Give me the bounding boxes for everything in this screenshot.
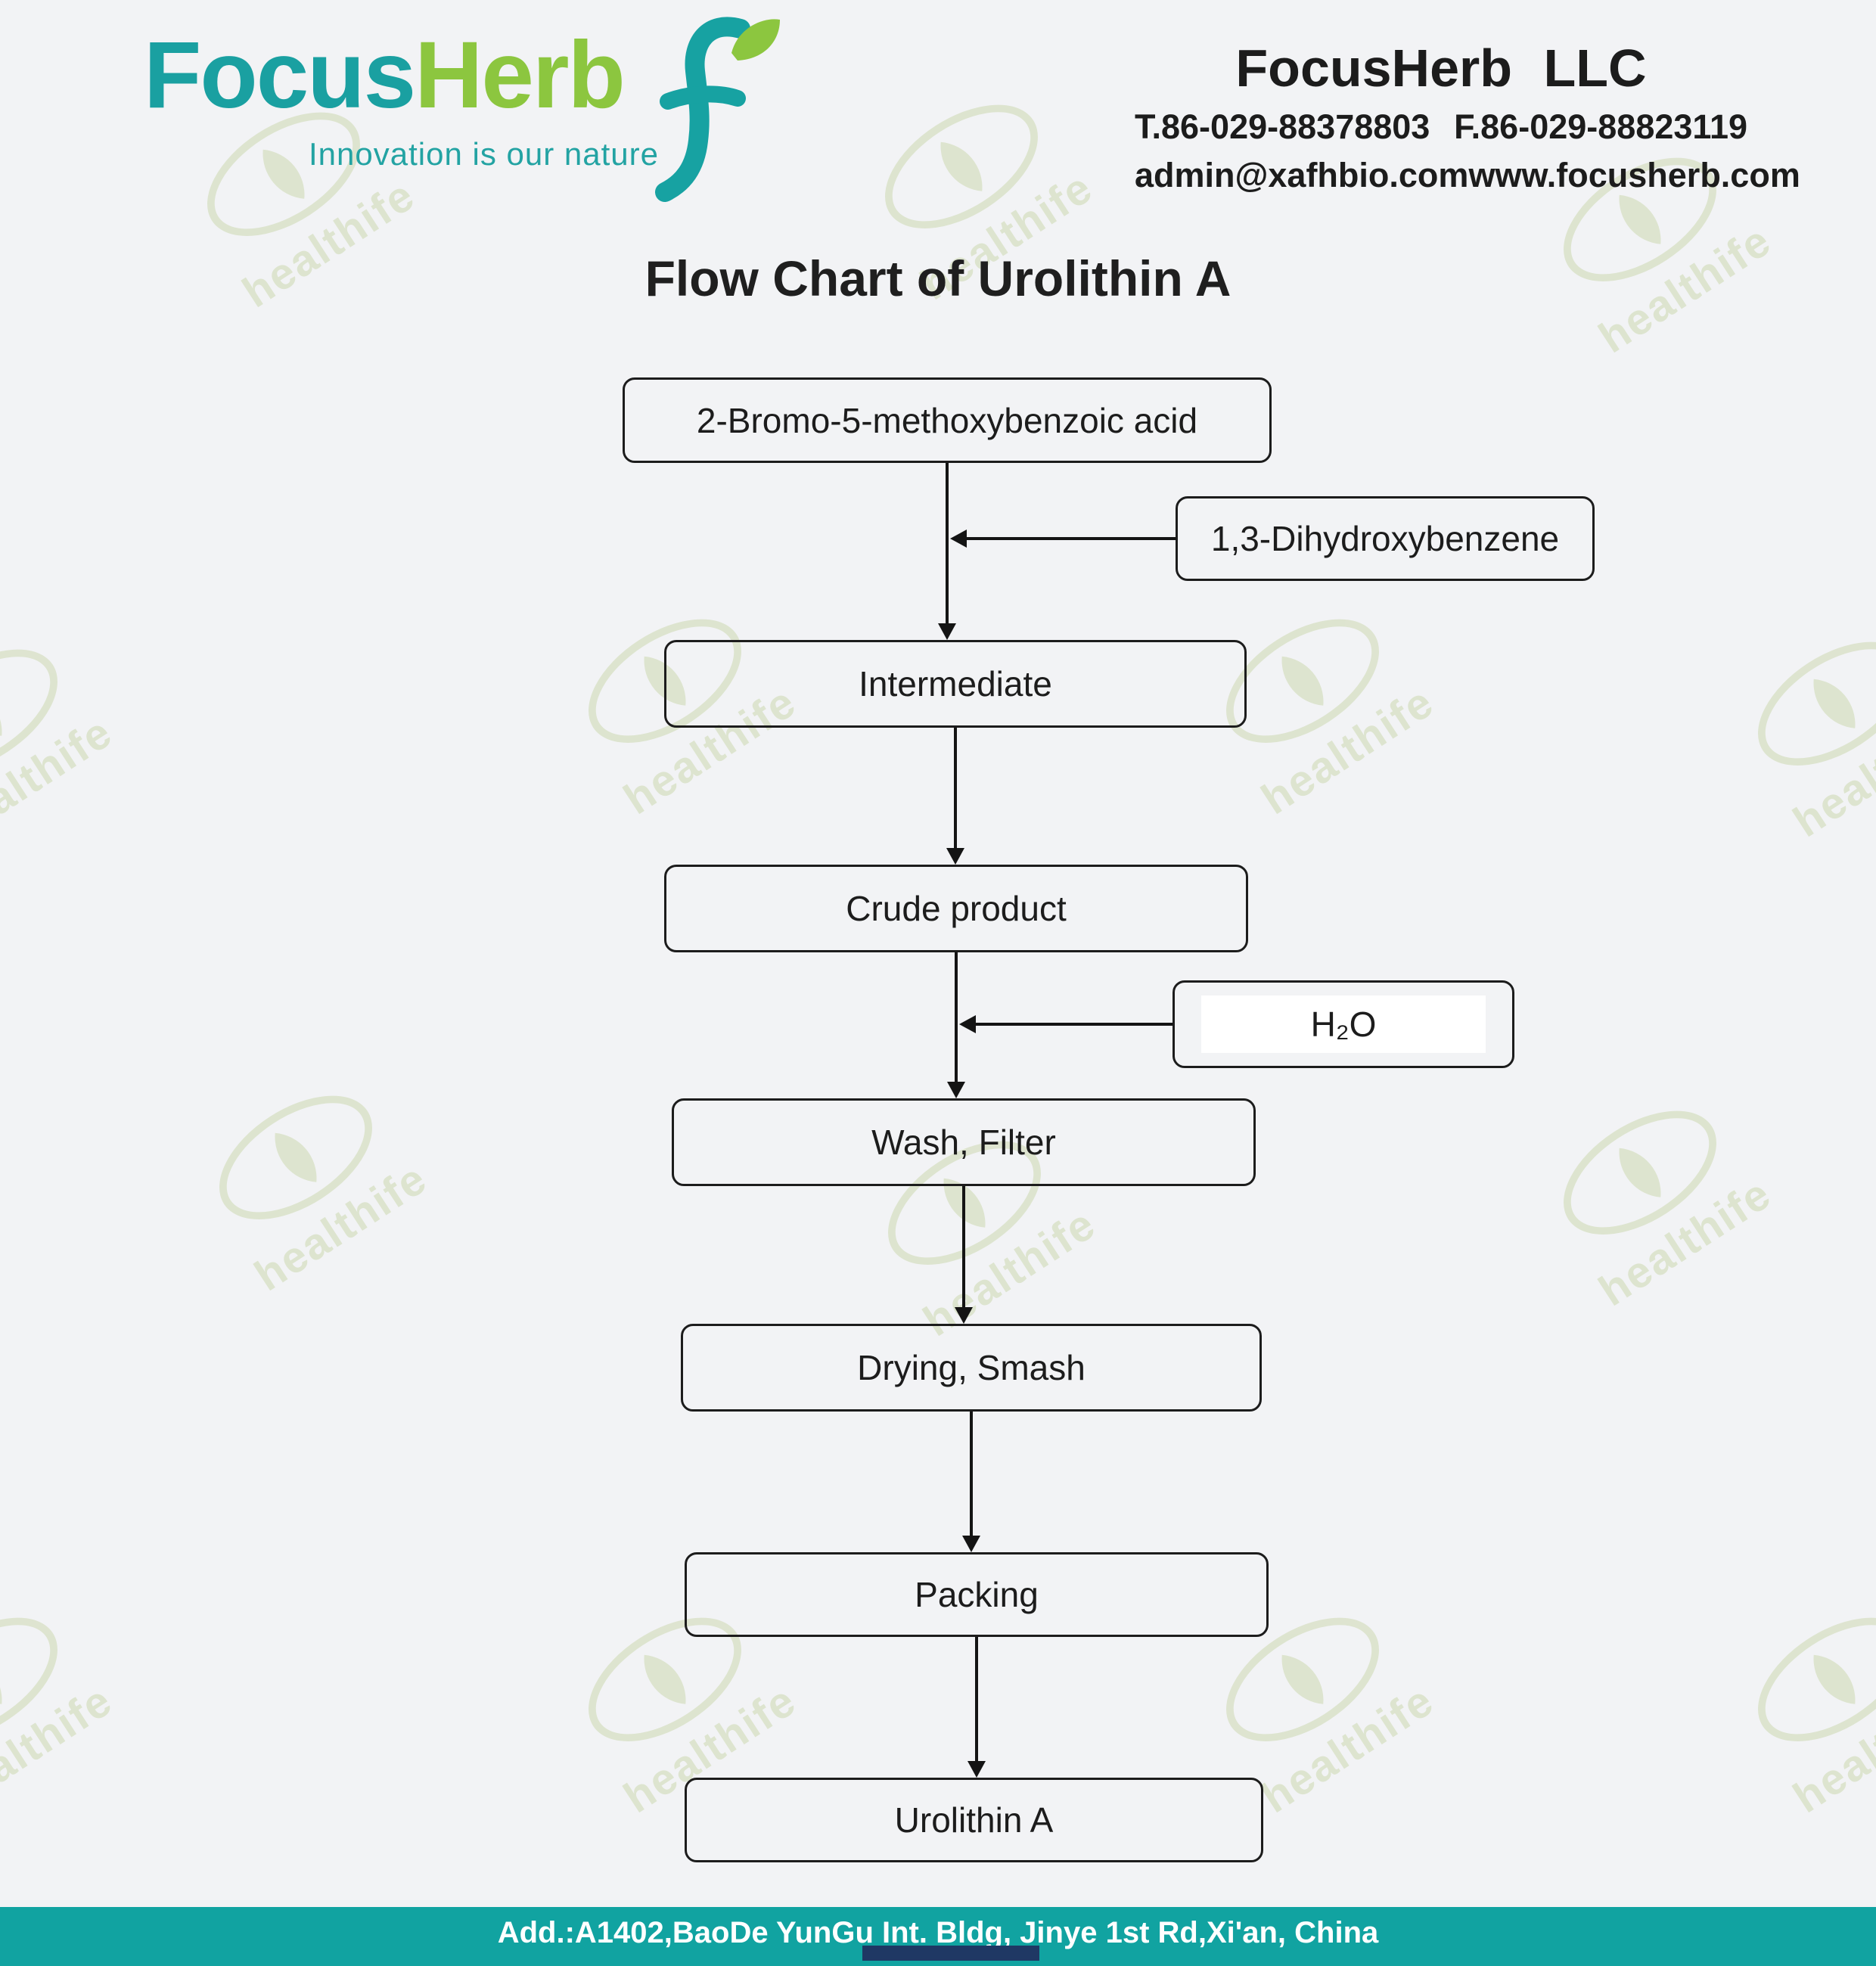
leaf-icon	[0, 1654, 6, 1704]
arrowhead-down-icon	[947, 1082, 965, 1098]
page-title: Flow Chart of Urolithin A	[644, 250, 1232, 306]
leaf-icon	[1809, 1654, 1859, 1704]
contact-block: FocusHerb LLC T.86-029-88378803 F.86-029…	[1135, 38, 1800, 195]
arrow-shaft	[975, 1637, 978, 1761]
email-address: admin@xafhbio.com	[1135, 156, 1469, 194]
leaf-icon	[0, 686, 6, 736]
arrow-shaft	[967, 537, 1176, 540]
healthife-watermark: healthife	[0, 1577, 186, 1910]
arrow-shaft	[955, 952, 958, 1082]
down-arrow	[954, 1186, 974, 1324]
arrowhead-down-icon	[938, 623, 956, 640]
leaf-icon	[1615, 194, 1665, 244]
healthife-watermark: healthife	[543, 579, 869, 912]
flow-node-label: Wash, Filter	[871, 1123, 1056, 1162]
leaf-icon	[936, 141, 986, 191]
leaf-icon	[271, 1132, 321, 1182]
left-arrow	[950, 529, 1176, 548]
arrowhead-left-icon	[950, 530, 967, 548]
flow-node-packing: Packing	[685, 1552, 1269, 1637]
healthife-watermark: healthife	[1181, 579, 1507, 912]
arrowhead-down-icon	[946, 848, 964, 865]
focusherb-logo: FocusHerb	[144, 21, 626, 129]
flow-node-label: Packing	[915, 1575, 1039, 1614]
logo-focus-text: Focus	[144, 23, 416, 128]
healthife-watermark: healthife	[1518, 1070, 1844, 1403]
arrowhead-down-icon	[955, 1307, 973, 1324]
leaf-icon	[1809, 679, 1859, 728]
leaf-icon	[640, 1654, 690, 1704]
healthife-watermark: healthife	[174, 1055, 500, 1388]
arrow-shaft	[962, 1186, 965, 1307]
flow-node-label: 2-Bromo-5-methoxybenzoic acid	[696, 400, 1198, 440]
leaf-icon	[1615, 1148, 1665, 1197]
down-arrow	[961, 1412, 981, 1552]
left-arrow	[959, 1014, 1172, 1034]
flow-node-label: 1,3-Dihydroxybenzene	[1210, 519, 1560, 558]
flow-node-label: Drying, Smash	[857, 1348, 1086, 1387]
arrow-shaft	[976, 1023, 1172, 1026]
fax-number: F.86-029-88823119	[1454, 107, 1747, 146]
flow-node-label: Crude product	[846, 889, 1067, 928]
flow-node-label: Urolithin A	[894, 1800, 1054, 1840]
bottom-accent-bar	[862, 1946, 1039, 1961]
flow-node-crude-product: Crude product	[664, 865, 1248, 952]
company-name: FocusHerb LLC	[1235, 39, 1647, 98]
flow-node-wash-filter: Wash, Filter	[672, 1098, 1256, 1186]
healthife-watermark: healthife	[0, 609, 186, 942]
website-url: www.focusherb.com	[1468, 156, 1800, 194]
flow-node-h2o: H₂O	[1172, 980, 1514, 1068]
arrowhead-down-icon	[962, 1536, 980, 1552]
leaf-icon	[1278, 1654, 1328, 1704]
logo-herb-text: Herb	[415, 23, 626, 128]
leaf-icon	[1278, 656, 1328, 706]
healthife-watermark: healthife	[1713, 601, 1876, 934]
flow-node-intermediate: Intermediate	[664, 640, 1247, 728]
flow-node-start-material: 2-Bromo-5-methoxybenzoic acid	[623, 377, 1272, 463]
arrow-shaft	[946, 463, 949, 623]
down-arrow	[937, 463, 957, 640]
down-arrow	[946, 728, 965, 865]
flow-node-dihydroxybenzene: 1,3-Dihydroxybenzene	[1176, 496, 1595, 581]
arrow-shaft	[954, 728, 957, 848]
flow-node-label: H₂O	[1201, 995, 1486, 1053]
healthife-watermark: healthife	[840, 64, 1166, 397]
healthife-watermark: healthife	[1713, 1577, 1876, 1910]
phone-number: T.86-029-88378803	[1135, 107, 1430, 146]
flow-node-drying-smash: Drying, Smash	[681, 1324, 1262, 1412]
focusherb-logo-icon	[655, 17, 780, 202]
arrow-shaft	[970, 1412, 973, 1536]
footer-address: Add.:A1402,BaoDe YunGu Int. Bldg, Jinye …	[497, 1916, 1379, 1949]
logo-tagline: Innovation is our nature	[309, 136, 659, 172]
flow-node-urolithin-a: Urolithin A	[685, 1778, 1263, 1862]
flow-node-label: Intermediate	[859, 664, 1052, 703]
arrowhead-left-icon	[959, 1015, 976, 1033]
arrowhead-down-icon	[968, 1761, 986, 1778]
down-arrow	[967, 1637, 986, 1778]
leaf-icon	[259, 149, 309, 199]
down-arrow	[946, 952, 966, 1098]
